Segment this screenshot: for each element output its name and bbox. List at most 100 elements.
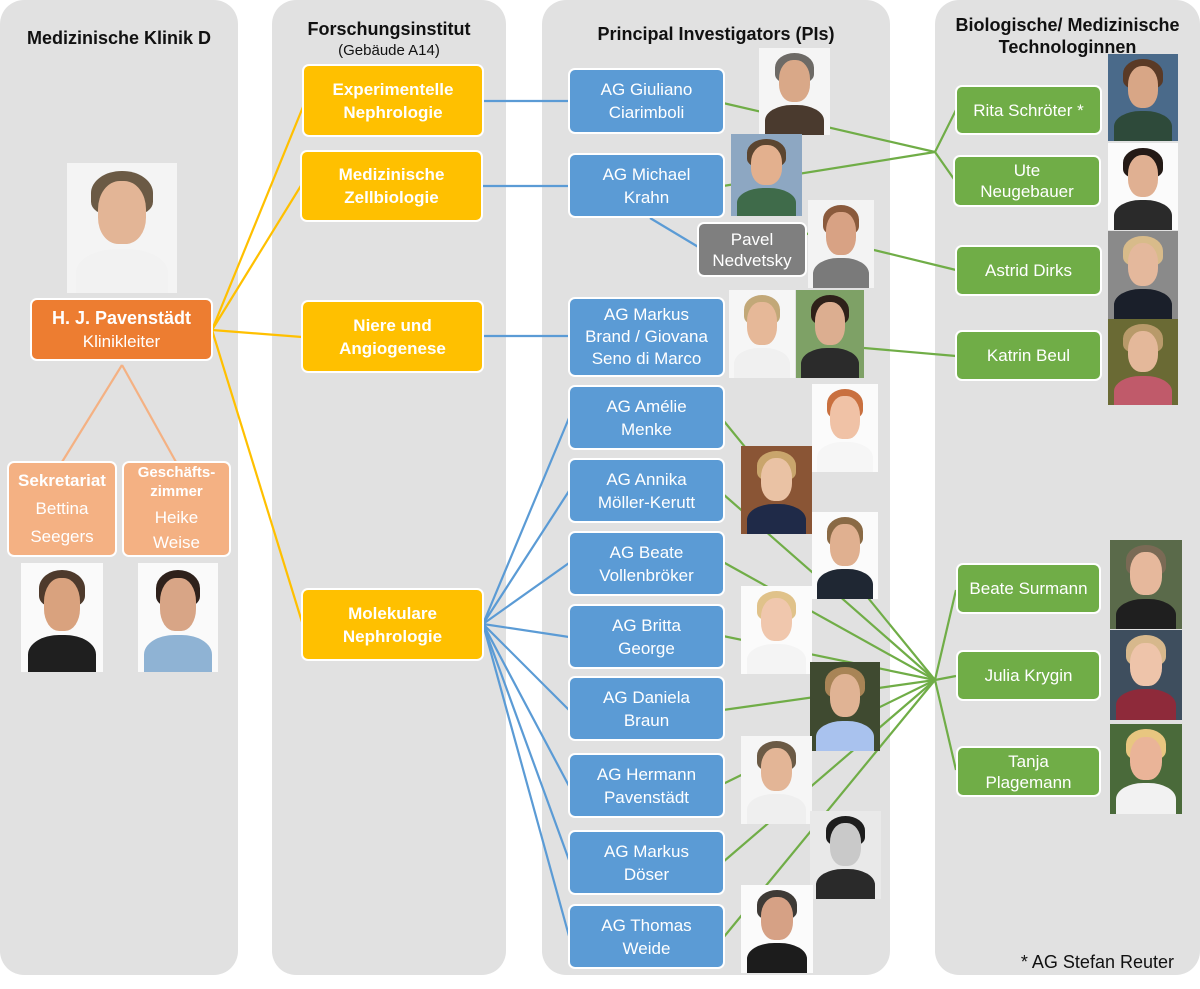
pi-doeser: AG Markus Döser <box>568 830 725 895</box>
line-doeser-to-hub2 <box>722 679 936 863</box>
photo-neugebauer <box>1108 143 1178 230</box>
leader-to-staff-lines <box>61 364 177 463</box>
photo-seegers <box>21 563 103 672</box>
technologist-schroeter: Rita Schröter * <box>955 85 1102 135</box>
line-klinik-to-niere <box>211 328 303 339</box>
pi-ciarimboli: AG Giuliano Ciarimboli <box>568 68 725 134</box>
pi-label-line2: Pavenstädt <box>603 787 690 807</box>
line-vollenbroeker-to-hub2 <box>722 561 936 681</box>
department-label-line1: Niere und <box>353 315 432 335</box>
pi-label-line1: AG Giuliano <box>600 80 693 99</box>
pi-label-line2: Döser <box>623 864 670 884</box>
technologist-label-line1: Beate Surmann <box>969 579 1088 598</box>
column-subtitle-institut: (Gebäude A14) <box>338 42 440 59</box>
column-title-mta-line2: Technologinnen <box>998 37 1137 57</box>
subgroup-label-line2: Nedvetsky <box>712 250 792 270</box>
department-molekulare-nephrologie: Molekulare Nephrologie <box>301 588 484 661</box>
line-brand-to-beul <box>863 346 957 358</box>
technologist-label-line1: Julia Krygin <box>984 666 1073 685</box>
pi-label-line2: Möller-Kerutt <box>597 492 696 512</box>
klinik-to-department-lines <box>210 101 307 623</box>
pi-label-line1: AG Beate <box>609 542 684 562</box>
pi-label-line2: Ciarimboli <box>608 103 685 122</box>
line-hub2-to-krygin <box>934 674 957 682</box>
photo-moeller-kerutt <box>741 446 812 534</box>
geschaeftszimmer-name-line2: Weise <box>153 533 200 552</box>
geschaeftszimmer-box: Geschäfts- zimmer Heike Weise <box>122 461 231 557</box>
department-medizinische-zellbiologie: Medizinische Zellbiologie <box>300 150 483 222</box>
pi-braun: AG Daniela Braun <box>568 676 725 741</box>
technologist-dirks: Astrid Dirks <box>955 245 1102 296</box>
department-label-line2: Angiogenese <box>339 338 446 358</box>
sekretariat-name-line2: Seegers <box>30 527 94 546</box>
pi-label-line2: Menke <box>620 419 673 439</box>
pi-label-line2: Brand / Giovana <box>585 327 708 346</box>
leader-name: H. J. Pavenstädt <box>51 307 192 328</box>
photo-plagemann <box>1110 724 1182 814</box>
technologist-plagemann: Tanja Plagemann <box>956 746 1101 797</box>
pi-label-line1: AG Michael <box>602 164 691 184</box>
photo-braun <box>810 662 880 751</box>
pi-label-line2: Vollenbröker <box>599 565 694 585</box>
technologist-krygin: Julia Krygin <box>956 650 1101 701</box>
line-dept-to-braun <box>482 623 570 711</box>
technologist-label-line1: Astrid Dirks <box>985 261 1072 280</box>
pi-weide: AG Thomas Weide <box>568 904 725 969</box>
pi-label-line1: AG Britta <box>612 615 681 635</box>
pi-label-line2: Krahn <box>623 187 670 207</box>
column-title-pis: Principal Investigators (PIs) <box>597 24 835 44</box>
line-hub2-to-surmann <box>933 589 958 681</box>
pi-label-line1: AG Hermann <box>596 764 697 784</box>
line-klinik-to-experimentelle <box>210 101 307 331</box>
technologist-surmann: Beate Surmann <box>956 563 1101 614</box>
department-label-line2: Zellbiologie <box>344 188 439 207</box>
photo-pavenstaedt-pi <box>741 736 812 824</box>
pi-pavenstaedt: AG Hermann Pavenstädt <box>568 753 725 818</box>
line-dept-to-weide <box>481 623 571 937</box>
photo-krygin <box>1110 630 1182 720</box>
technologist-label-line1: Rita Schröter * <box>973 100 1084 120</box>
pi-label-line1: AG Thomas <box>601 915 692 935</box>
photo-surmann <box>1110 540 1182 629</box>
pi-label-line2: Braun <box>623 710 670 730</box>
photo-weise <box>138 563 218 672</box>
department-label-line2: Nephrologie <box>343 102 443 122</box>
line-dept-to-pavenstaedt <box>482 623 570 787</box>
line-krahn-to-nedvetsky <box>649 217 701 249</box>
subgroup-label-line1: Pavel <box>730 229 774 249</box>
column-title-institut: Forschungsinstitut <box>307 19 471 39</box>
technologist-label-line1: Katrin Beul <box>986 346 1071 365</box>
line-hub2-to-plagemann <box>933 679 958 771</box>
technologist-beul: Katrin Beul <box>955 330 1102 381</box>
technologist-label-line2: Plagemann <box>985 772 1072 792</box>
photo-krahn <box>731 134 802 216</box>
pi-label-line2: George <box>618 638 675 658</box>
pi-label-line1: AG Markus <box>603 841 690 861</box>
technologist-neugebauer: Ute Neugebauer <box>953 155 1101 207</box>
sekretariat-name-line1: Bettina <box>35 499 89 518</box>
photo-doeser <box>810 811 881 899</box>
leader-box: H. J. Pavenstädt Klinikleiter <box>30 298 213 361</box>
department-label-line1: Experimentelle <box>332 79 454 99</box>
pi-label-line1: AG Markus <box>603 305 690 324</box>
line-dept-to-menke <box>481 417 571 625</box>
department-to-pi-lines <box>481 99 701 937</box>
pi-brand-seno-di-marco: AG Markus Brand / Giovana Seno di Marco <box>568 297 725 377</box>
pi-george: AG Britta George <box>568 604 725 669</box>
pi-vollenbroeker: AG Beate Vollenbröker <box>568 531 725 596</box>
photo-schroeter <box>1108 54 1178 141</box>
photo-vollenbroeker <box>812 512 878 599</box>
pi-label-line1: AG Daniela <box>603 687 690 707</box>
photo-beul <box>1108 319 1178 405</box>
pi-label-line3: Seno di Marco <box>591 349 702 368</box>
department-label-line2: Nephrologie <box>342 626 443 646</box>
line-hub-to-schroeter <box>934 109 957 153</box>
photo-ciarimboli <box>759 48 830 135</box>
department-experimentelle-nephrologie: Experimentelle Nephrologie <box>302 64 484 137</box>
line-dept-to-george <box>482 622 570 639</box>
geschaeftszimmer-name-line1: Heike <box>154 508 199 527</box>
technologist-label-line1: Tanja <box>1008 751 1049 771</box>
line-klinik-to-molekulare <box>210 329 304 623</box>
sekretariat-box: Sekretariat Bettina Seegers <box>7 461 117 557</box>
geschaeftszimmer-label-line1: Geschäfts- <box>137 464 216 481</box>
